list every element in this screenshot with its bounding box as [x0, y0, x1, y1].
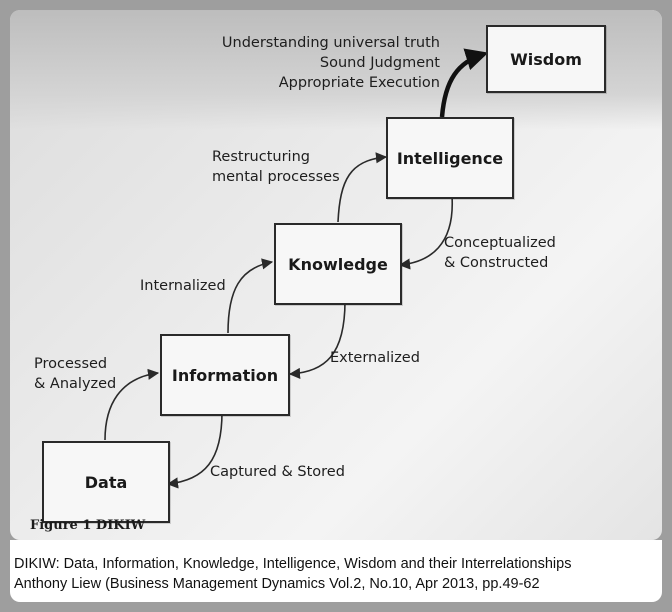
- label-internalized: Internalized: [140, 278, 226, 294]
- arrow-knowledge-to-intelligence: [337, 152, 388, 223]
- label-processed: Processed: [34, 356, 108, 372]
- caption-area: DIKIW: Data, Information, Knowledge, Int…: [10, 540, 662, 602]
- label-mental-processes: mental processes: [212, 169, 340, 185]
- arrow-intelligence-to-knowledge: [398, 195, 453, 270]
- label-conceptualized: Conceptualized: [444, 235, 556, 251]
- box-information: Information: [160, 334, 290, 416]
- arrow-information-to-data: [166, 411, 223, 489]
- label-externalized: Externalized: [330, 350, 420, 366]
- caption-line-1: DIKIW: Data, Information, Knowledge, Int…: [14, 556, 572, 572]
- arrow-intelligence-to-wisdom: [439, 48, 489, 118]
- arrow-knowledge-to-information: [288, 300, 346, 380]
- box-knowledge: Knowledge: [274, 223, 402, 305]
- label-analyzed: & Analyzed: [34, 376, 117, 392]
- label-constructed: & Constructed: [444, 255, 549, 271]
- box-data: Data: [42, 441, 170, 523]
- label-understanding: Understanding universal truth: [221, 35, 440, 51]
- arrow-information-to-knowledge: [227, 258, 274, 334]
- label-captured-stored: Captured & Stored: [210, 464, 345, 480]
- label-restructuring: Restructuring: [212, 149, 310, 165]
- box-wisdom: Wisdom: [486, 25, 606, 93]
- figure-label: Figure 1 DIKIW: [30, 518, 146, 533]
- label-sound-judgment: Sound Judgment: [319, 55, 440, 71]
- caption-line-2: Anthony Liew (Business Management Dynami…: [14, 576, 540, 592]
- box-intelligence: Intelligence: [386, 117, 514, 199]
- label-appropriate-execution: Appropriate Execution: [278, 75, 440, 91]
- arrow-data-to-information: [104, 368, 160, 441]
